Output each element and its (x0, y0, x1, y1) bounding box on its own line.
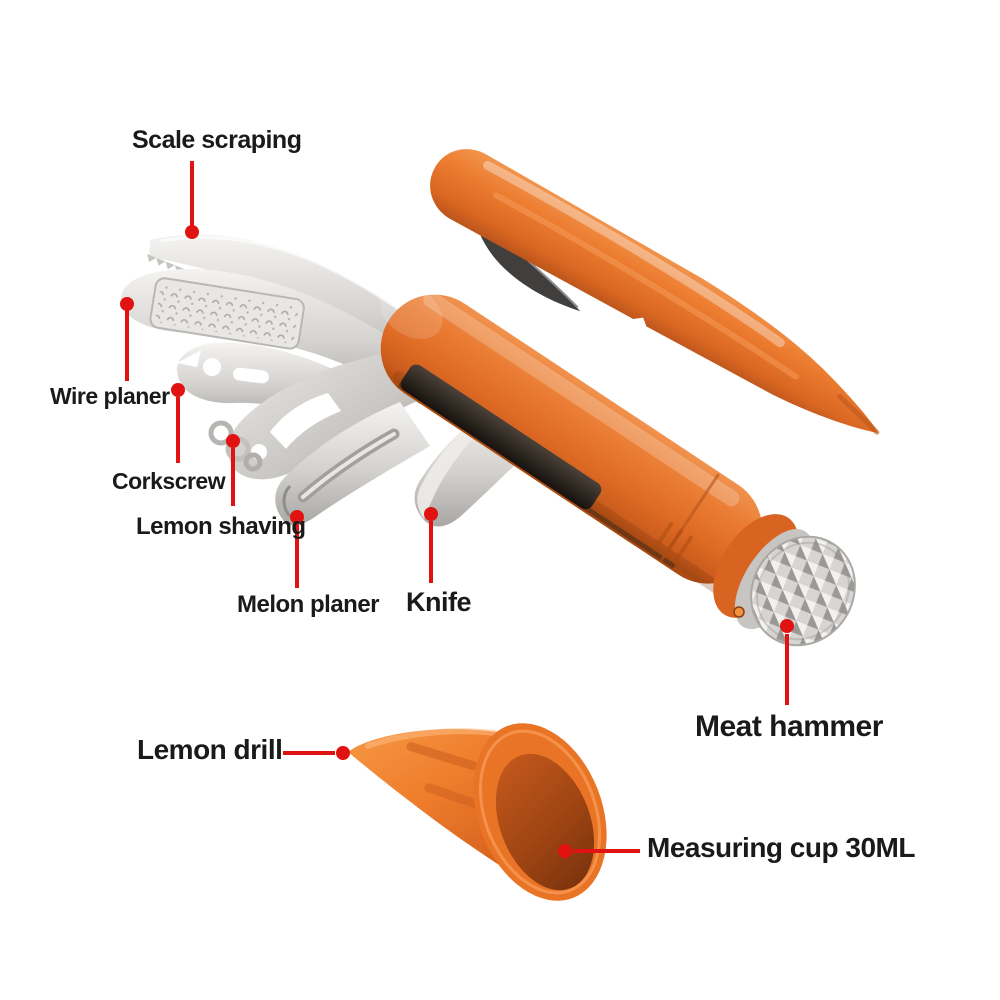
shaver-cutout (270, 393, 341, 449)
melon-groove-highlight (301, 432, 396, 499)
handle-body (380, 294, 763, 584)
opener-hook-notch (177, 350, 201, 367)
label-measuring-cup: Measuring cup 30ML (647, 832, 915, 863)
cone-stripe (406, 742, 478, 771)
fanned-tools (121, 234, 532, 527)
label-corkscrew: Corkscrew (112, 468, 226, 494)
label-scale-scraping: Scale scraping (132, 126, 302, 154)
leader-scale-scraping (185, 161, 199, 239)
label-meat-hammer: Meat hammer (695, 710, 883, 743)
handle (379, 284, 763, 594)
leader-lemon-drill (283, 746, 350, 760)
corkscrew-spiral (208, 420, 263, 472)
closed-multitool (430, 149, 880, 435)
grip-ribs (652, 522, 694, 565)
handle-top-highlight (423, 291, 740, 507)
hammer-pin (733, 606, 745, 618)
meat-hammer-head (713, 514, 856, 647)
label-lemon-shaving: Lemon shaving (136, 513, 306, 540)
closed-tip-shade (837, 394, 880, 435)
melon-tip-shade (282, 484, 292, 518)
label-wire-planer: Wire planer (50, 383, 170, 409)
leader-lines (120, 161, 794, 858)
open-multitool (121, 234, 856, 647)
spiral-loop (243, 452, 263, 472)
opener-slot (233, 367, 269, 384)
leader-meat-hammer (780, 619, 794, 705)
closed-body-sheen (493, 192, 799, 380)
label-melon-planer: Melon planer (237, 591, 380, 618)
spiral-loop (208, 420, 234, 446)
closed-body-highlight (483, 160, 785, 348)
closed-body (430, 149, 879, 434)
opener-hole (203, 358, 221, 376)
melon-planer-paddle (275, 402, 430, 526)
hammer-face-ring (756, 541, 850, 641)
leader-wire-planer (120, 297, 134, 381)
cup-rim-highlight (478, 729, 602, 895)
tool-slot (400, 364, 602, 510)
cone-top-highlight (365, 728, 498, 749)
grater-texture (155, 283, 299, 344)
leader-melon-planer (290, 510, 304, 588)
leader-measuring-cup (558, 844, 640, 858)
label-knife: Knife (406, 587, 472, 617)
label-lemon-drill: Lemon drill (137, 734, 283, 765)
cap-measuring-cup (348, 723, 607, 901)
leader-corkscrew (171, 383, 185, 463)
leader-lemon-shaving (226, 434, 240, 506)
handle-butt-sheen (379, 284, 443, 339)
hammer-face (750, 535, 856, 647)
knife-edge (417, 416, 486, 519)
leader-knife (424, 507, 438, 583)
